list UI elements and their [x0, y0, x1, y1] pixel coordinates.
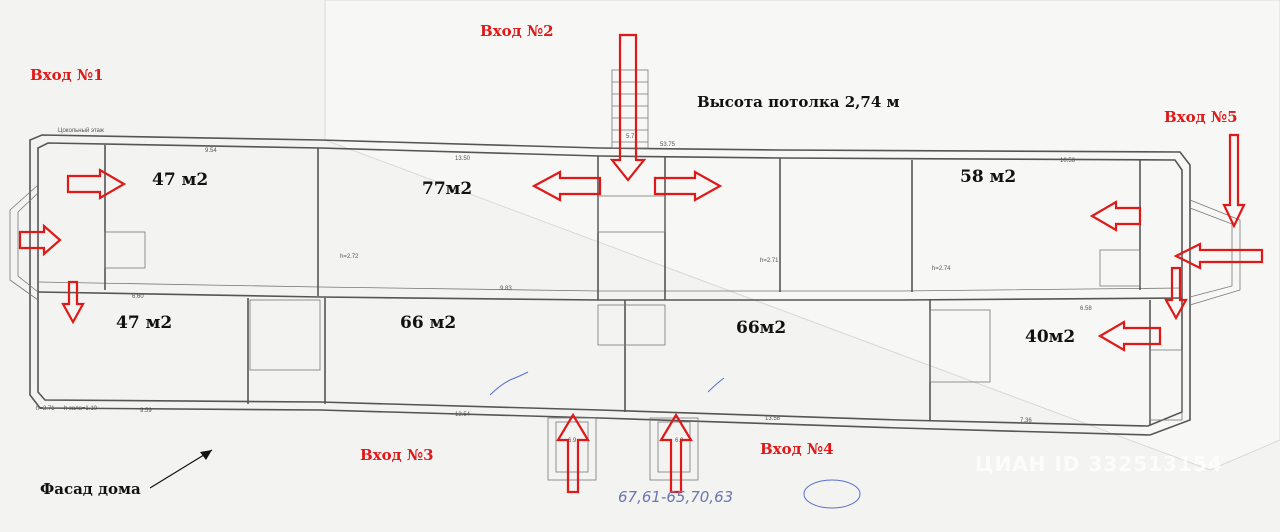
arrow-icon [556, 412, 590, 494]
arrow-icon [609, 33, 647, 182]
entrance-4-label: Вход №4 [760, 440, 834, 458]
arrow-icon [1097, 320, 1162, 352]
building-walls [29, 134, 1191, 436]
entrance-1-label: Вход №1 [30, 66, 104, 84]
dim-top-mid: 13.50 [455, 156, 471, 162]
dim-bottom-right: 13.58 [765, 416, 781, 422]
arrow-icon [653, 170, 723, 202]
dim-top-right: 10.56 [1060, 158, 1076, 164]
handwritten-note: 67,61-65,70,63 [618, 488, 734, 506]
dim-total: 53.75 [660, 142, 676, 148]
dim-top-left: 9.54 [205, 148, 217, 154]
dim-stair-bottom-left: 6.9 [568, 438, 577, 444]
room-area-label: 58 м2 [960, 167, 1016, 187]
arrow-icon [659, 412, 693, 494]
arrow-icon [531, 170, 602, 202]
arrow-icon [18, 223, 62, 257]
arrow-icon [1222, 133, 1246, 229]
dim-stair-top: 5.7 [626, 134, 635, 140]
dim-height-left: h=2.71 [760, 258, 779, 264]
room-area-label: 47 м2 [152, 170, 208, 190]
arrow-icon [1089, 200, 1142, 232]
dim-bottom-mid: 13.54 [455, 412, 471, 418]
stair-top [611, 69, 649, 149]
room-area-label: 77м2 [422, 179, 472, 199]
dim-height-right: h=2.74 [932, 266, 951, 272]
dim-bottom-left: 9.59 [140, 408, 152, 414]
room-area-label: 47 м2 [116, 313, 172, 333]
dim-bottom-far-right: 7.36 [1020, 418, 1032, 424]
room-area-label: 40м2 [1025, 327, 1075, 347]
room-area-label: 66 м2 [400, 313, 456, 333]
dim-corridor-left: 6.60 [132, 294, 144, 300]
arrow-icon [1164, 266, 1188, 321]
handwritten-scribbles [489, 371, 861, 509]
facade-pointer [149, 449, 213, 489]
entrance-5-label: Вход №5 [1164, 108, 1238, 126]
dim-height-bottom-left: h=2.71 [36, 406, 55, 412]
entrance-2-label: Вход №2 [480, 22, 554, 40]
arrow-icon [61, 280, 85, 325]
entrance-3-label: Вход №3 [360, 446, 434, 464]
porch-right [1189, 199, 1241, 306]
watermark: ЦИАН ID 332513154 [975, 452, 1223, 476]
dim-height-mid: h=2.72 [340, 254, 359, 260]
ceiling-height-label: Высота потолка 2,74 м [697, 93, 900, 111]
dim-corridor-mid: 9.83 [500, 286, 512, 292]
room-area-label: 66м2 [736, 318, 786, 338]
arrow-icon [66, 168, 127, 200]
dim-corridor-right: 6.58 [1080, 306, 1092, 312]
dim-zone-note: h зала=1.10 [64, 406, 98, 412]
dim-stair-bottom-right: 6.9 [675, 438, 684, 444]
paper-sheet-right [324, 0, 1280, 471]
arrow-icon [1173, 242, 1264, 270]
facade-label: Фасад дома [40, 480, 141, 498]
plan-caption: Цокольный этаж [58, 127, 104, 134]
entrance-arrows [18, 33, 1264, 494]
porch-left [9, 184, 39, 301]
